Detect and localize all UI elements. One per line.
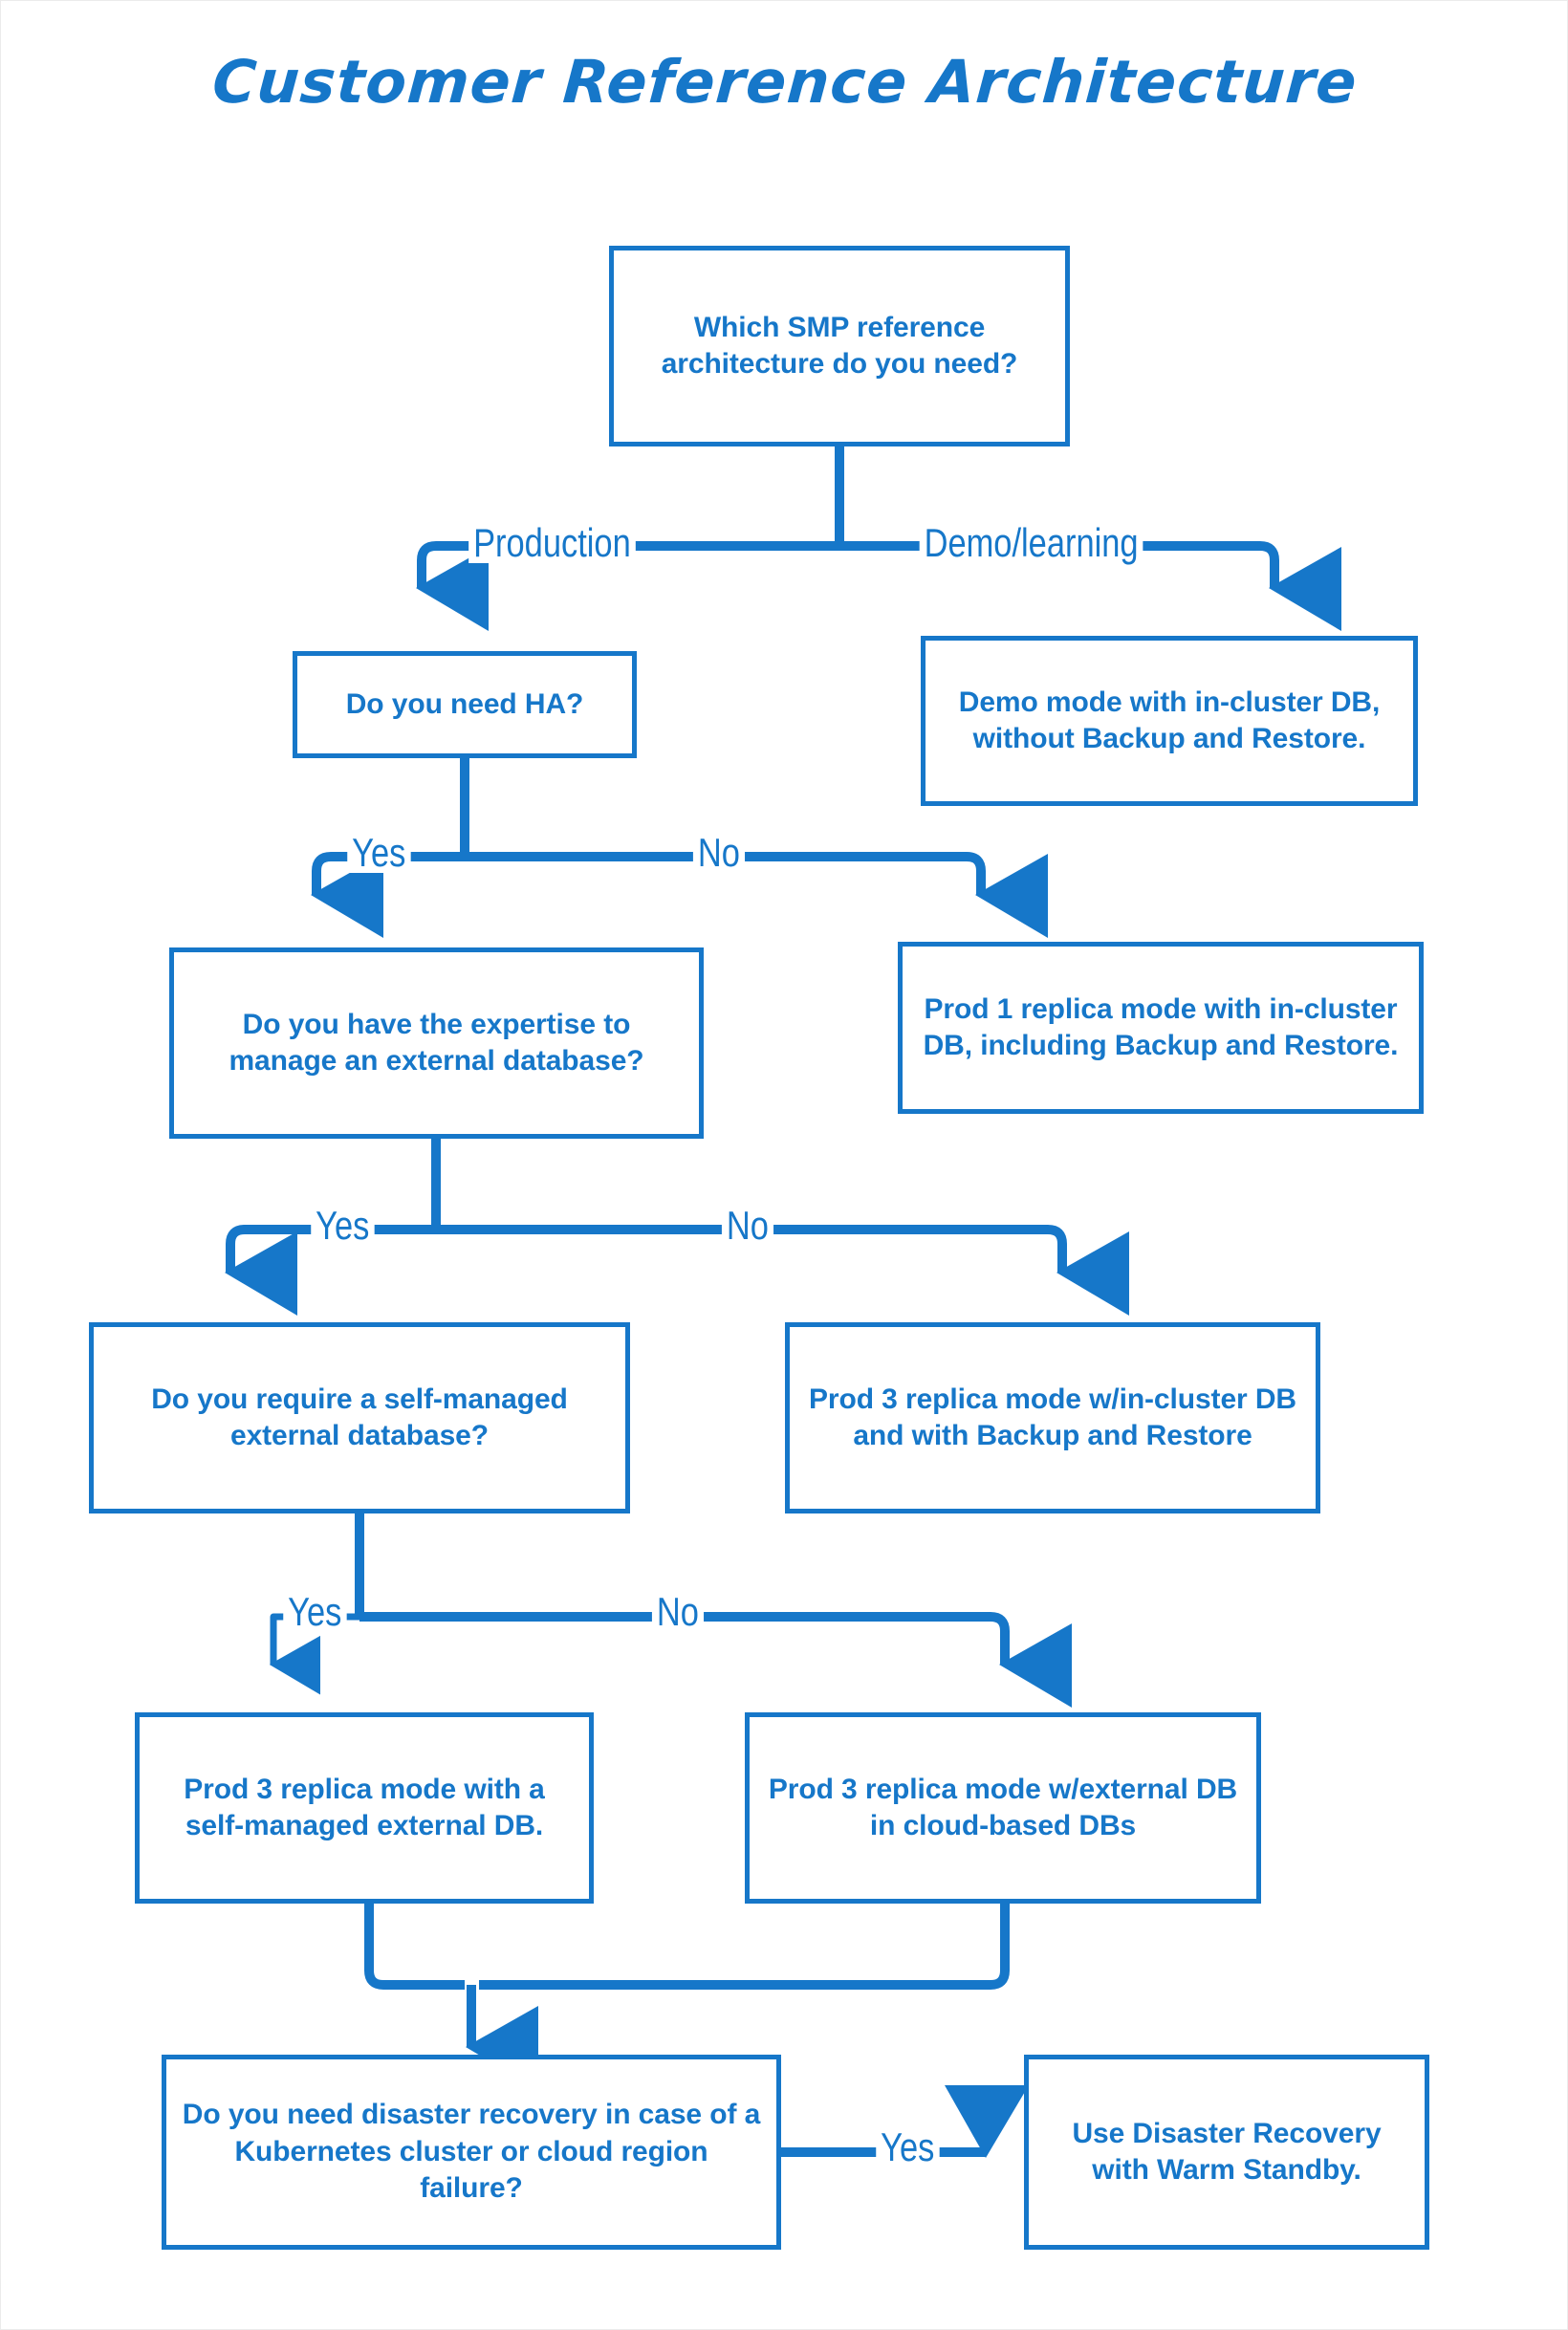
node-self-managed-question[interactable]: Do you require a self-managed external d… <box>89 1322 630 1513</box>
edge-label-expertise-yes: Yes <box>311 1206 375 1246</box>
edge-merge-left <box>364 1904 465 1990</box>
node-warm-standby-label: Use Disaster Recovery with Warm Standby. <box>1072 2117 1382 2186</box>
node-prod3-cloud-label: Prod 3 replica mode w/external DB in clo… <box>768 1773 1238 1841</box>
node-need-ha[interactable]: Do you need HA? <box>293 651 637 758</box>
edge-label-selfmanaged-no: No <box>651 1592 704 1632</box>
node-demo-mode-label: Demo mode with in-cluster DB, without Ba… <box>958 686 1381 754</box>
edge-label-dr-yes: Yes <box>876 2127 940 2167</box>
page-title: Customer Reference Architecture <box>209 47 1361 117</box>
node-root[interactable]: Which SMP reference architecture do you … <box>609 246 1070 446</box>
node-prod1-label: Prod 1 replica mode with in-cluster DB, … <box>923 992 1399 1061</box>
node-expertise-label: Do you have the expertise to manage an e… <box>229 1008 644 1077</box>
node-disaster-recovery-question[interactable]: Do you need disaster recovery in case of… <box>162 2055 781 2250</box>
node-root-label: Which SMP reference architecture do you … <box>661 311 1018 380</box>
node-prod3-incluster[interactable]: Prod 3 replica mode w/in-cluster DB and … <box>785 1322 1320 1513</box>
edge-label-selfmanaged-yes: Yes <box>283 1592 347 1632</box>
node-prod3-cloud[interactable]: Prod 3 replica mode w/external DB in clo… <box>745 1712 1261 1904</box>
node-need-ha-label: Do you need HA? <box>345 687 584 720</box>
edge-label-ha-no: No <box>692 833 745 873</box>
node-disaster-recovery-question-label: Do you need disaster recovery in case of… <box>182 2099 761 2205</box>
node-prod3-selfmanaged[interactable]: Prod 3 replica mode with a self-managed … <box>135 1712 594 1904</box>
edge-label-demo-learning: Demo/learning <box>919 523 1143 563</box>
edge-label-ha-yes: Yes <box>347 833 411 873</box>
edge-label-production: Production <box>468 523 636 563</box>
node-prod3-selfmanaged-label: Prod 3 replica mode with a self-managed … <box>184 1773 545 1841</box>
node-self-managed-question-label: Do you require a self-managed external d… <box>151 1383 568 1451</box>
node-prod1[interactable]: Prod 1 replica mode with in-cluster DB, … <box>898 942 1424 1114</box>
node-prod3-incluster-label: Prod 3 replica mode w/in-cluster DB and … <box>809 1383 1296 1451</box>
node-expertise[interactable]: Do you have the expertise to manage an e… <box>169 947 704 1139</box>
edge-merge-right <box>479 1904 1010 1990</box>
node-demo-mode[interactable]: Demo mode with in-cluster DB, without Ba… <box>921 636 1418 806</box>
node-warm-standby[interactable]: Use Disaster Recovery with Warm Standby. <box>1024 2055 1429 2250</box>
edge-label-expertise-no: No <box>721 1206 773 1246</box>
